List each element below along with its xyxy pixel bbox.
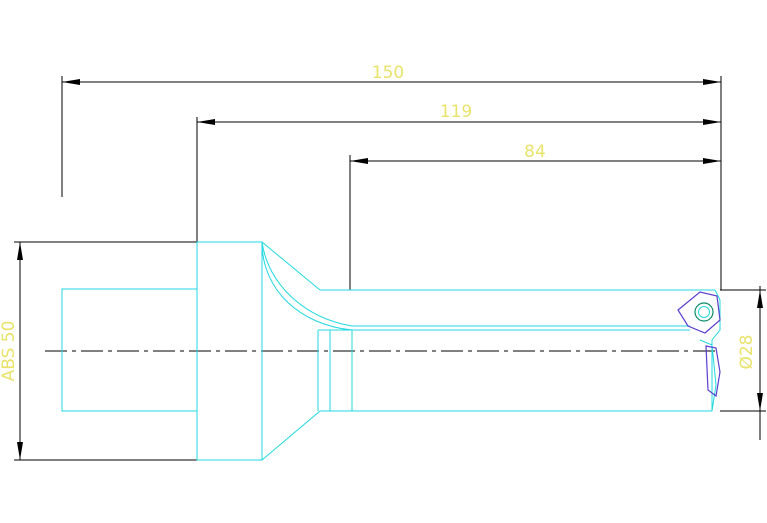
dimension-overall-length: 150 (61, 63, 721, 197)
dimension-150-label: 150 (372, 63, 404, 83)
dimension-abs50-label: ABS 50 (0, 321, 19, 382)
dimension-84-label: 84 (524, 142, 546, 162)
dimension-shank-to-tip: 119 (196, 102, 721, 242)
dimension-119-label: 119 (440, 102, 472, 122)
dimension-drill-diameter: Ø28 (720, 286, 766, 440)
dimension-shank-diameter: ABS 50 (0, 241, 262, 461)
dimension-drill-length: 84 (349, 142, 721, 290)
cutting-insert (677, 291, 721, 398)
dimension-d28-label: Ø28 (737, 334, 757, 369)
tool-body-outline (61, 241, 721, 461)
